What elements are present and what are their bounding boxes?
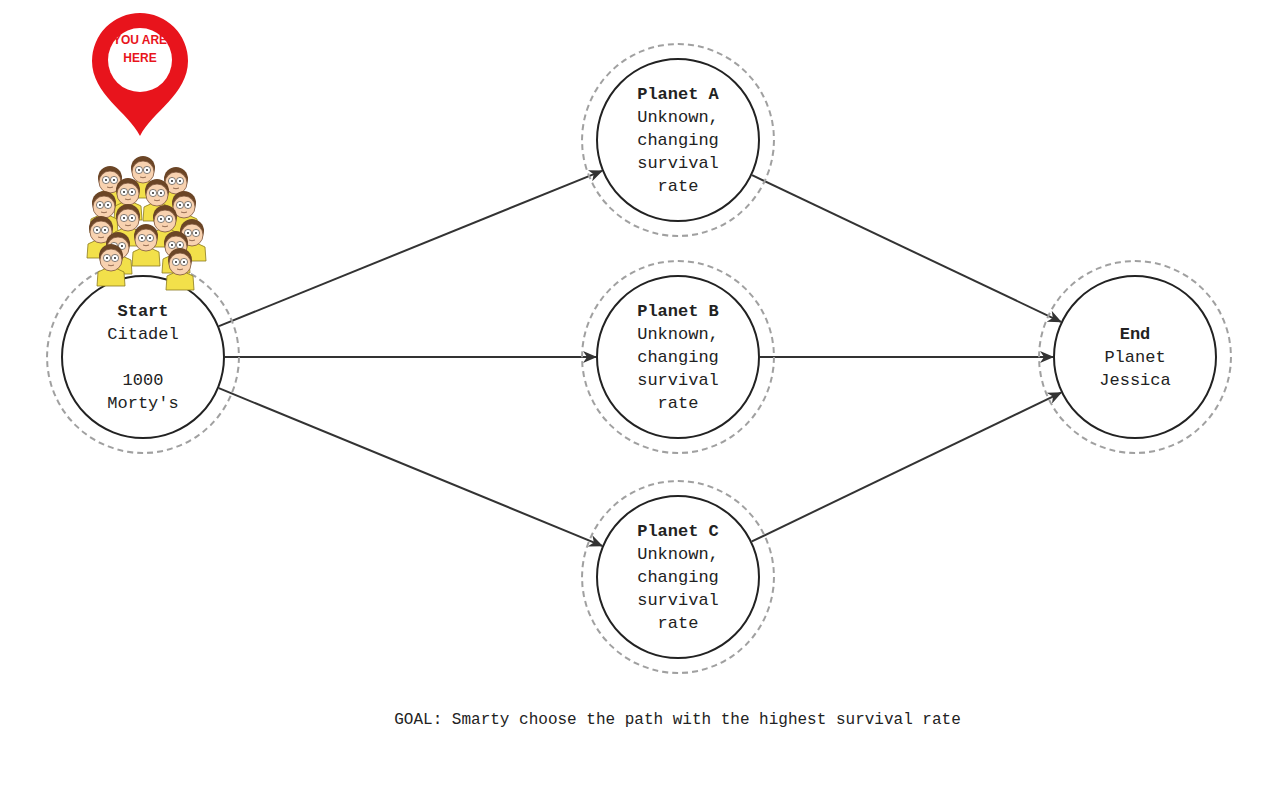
planet-circle: StartCitadel 1000 Morty's bbox=[61, 275, 225, 439]
planet-circle: Planet CUnknown, changing survival rate bbox=[596, 495, 760, 659]
node-text: Unknown, changing survival rate bbox=[632, 323, 724, 415]
node-text: 1000 Morty's bbox=[97, 369, 189, 415]
goal-caption: GOAL: Smarty choose the path with the hi… bbox=[0, 709, 1280, 731]
node-text: Planet Jessica bbox=[1089, 346, 1181, 392]
node-title: Planet A bbox=[637, 83, 719, 106]
path-arrow bbox=[219, 171, 602, 326]
node-title: Planet C bbox=[637, 520, 719, 543]
path-arrow bbox=[752, 175, 1061, 322]
path-arrow bbox=[752, 393, 1061, 542]
pin-label: YOU ARE HERE bbox=[112, 31, 168, 67]
node-text: Unknown, changing survival rate bbox=[632, 106, 724, 198]
node-title: End bbox=[1120, 323, 1151, 346]
node-text: Unknown, changing survival rate bbox=[632, 543, 724, 635]
node-title: Planet B bbox=[637, 300, 719, 323]
path-arrow bbox=[760, 356, 1053, 358]
planet-circle: Planet BUnknown, changing survival rate bbox=[596, 275, 760, 439]
node-text: Citadel bbox=[107, 323, 178, 346]
planet-circle: EndPlanet Jessica bbox=[1053, 275, 1217, 439]
planet-circle: Planet AUnknown, changing survival rate bbox=[596, 58, 760, 222]
path-arrow bbox=[225, 356, 596, 358]
node-title: Start bbox=[117, 300, 168, 323]
path-arrow bbox=[219, 388, 602, 546]
